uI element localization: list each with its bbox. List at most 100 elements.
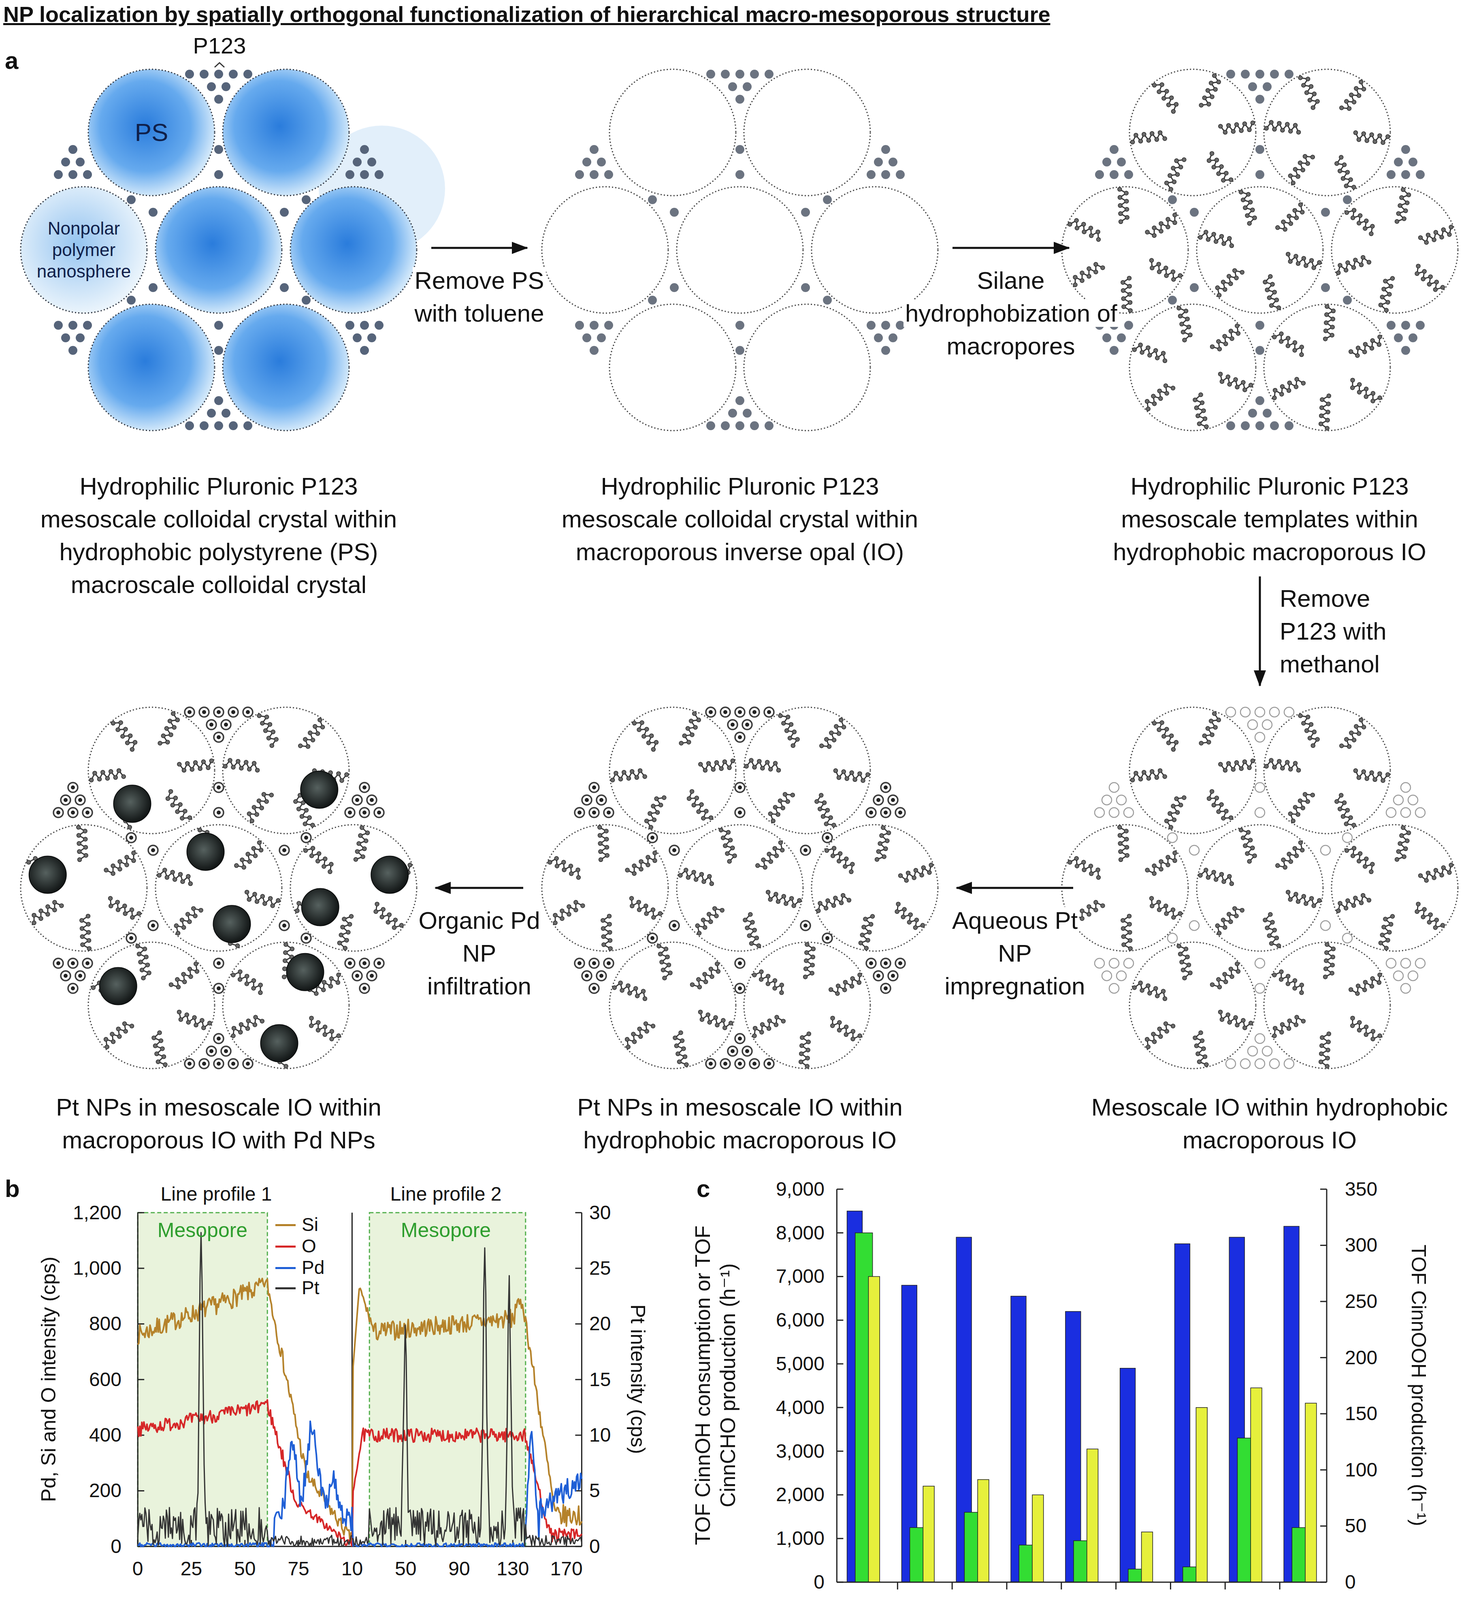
silane-atom — [31, 912, 37, 917]
silane-atom — [1299, 352, 1304, 357]
silane-chain — [1336, 157, 1354, 188]
mesopore — [1320, 845, 1331, 855]
silane-atom — [296, 901, 301, 906]
silane-chain — [106, 852, 134, 874]
silane-atom — [1159, 229, 1164, 234]
silane-atom — [1235, 385, 1240, 390]
silane-atom — [1323, 974, 1328, 979]
silane-atom — [692, 711, 697, 716]
mesopore — [1102, 333, 1112, 343]
silane-atom — [696, 717, 701, 722]
silane-atom — [818, 806, 823, 811]
pt-nanoparticle — [584, 973, 589, 978]
silane-atom — [1304, 901, 1309, 906]
silane-atom — [654, 740, 659, 745]
silane-atom — [136, 911, 141, 916]
mesopore — [1167, 195, 1177, 205]
silane-atom — [699, 802, 704, 807]
silane-atom — [1348, 815, 1353, 820]
silane-atom — [1246, 830, 1251, 835]
silane-atom — [1089, 871, 1094, 876]
silane-atom — [1213, 725, 1218, 730]
silane-atom — [1279, 977, 1284, 982]
silane-atom — [1164, 1029, 1169, 1034]
mesopore — [1401, 170, 1411, 179]
silane-atom — [1145, 1037, 1150, 1042]
silane-atom — [1158, 1034, 1163, 1039]
mesopore — [148, 283, 158, 292]
silane-chain — [627, 852, 655, 874]
silane-atom — [658, 911, 663, 916]
silane-atom — [1088, 225, 1093, 231]
silane-atom — [1348, 349, 1354, 354]
silane-atom — [744, 764, 749, 769]
silane-atom — [1364, 138, 1369, 143]
silane-atom — [161, 733, 166, 738]
mesopore — [881, 170, 891, 179]
silane-atom — [1095, 867, 1100, 872]
pt-nanoparticle — [650, 835, 655, 840]
silane-atom — [1280, 384, 1285, 389]
silane-atom — [629, 896, 634, 901]
silane-atom — [1120, 280, 1126, 285]
mesopore — [1101, 794, 1112, 805]
mesopore — [1255, 94, 1265, 104]
silane-atom — [130, 915, 135, 920]
mesopore — [1321, 283, 1330, 292]
macropore — [88, 707, 215, 834]
silane-atom — [1221, 178, 1226, 183]
silane-atom — [885, 838, 890, 843]
silane-atom — [1227, 382, 1232, 387]
mesopore — [1101, 970, 1112, 981]
silane-atom — [1242, 121, 1247, 126]
silane-atom — [1149, 896, 1154, 901]
silane-atom — [89, 777, 94, 783]
silane-atom — [727, 858, 732, 863]
pt-nanoparticle — [223, 722, 228, 727]
silane-atom — [1310, 743, 1315, 748]
silane-atom — [1350, 853, 1356, 858]
silane-atom — [1279, 1029, 1284, 1034]
silane-atom — [1210, 94, 1215, 99]
mesopore — [1342, 832, 1353, 843]
silane-atom — [1080, 270, 1085, 275]
silane-atom — [1164, 273, 1169, 278]
mesopore — [881, 345, 891, 355]
silane-atom — [185, 911, 190, 917]
silane-atom — [1188, 970, 1193, 975]
pt-nanoparticle — [231, 709, 236, 714]
pt-nanoparticle — [708, 1061, 713, 1066]
silane-atom — [752, 764, 757, 770]
pt-nanoparticle — [883, 986, 888, 991]
silane-atom — [1240, 270, 1245, 275]
mesopore — [242, 1058, 253, 1069]
silane-atom — [1300, 805, 1305, 810]
silane-atom — [1214, 795, 1219, 800]
silane-atom — [1279, 331, 1284, 336]
silane-chain — [831, 974, 860, 994]
silane-atom — [788, 722, 793, 727]
mesopore — [749, 707, 760, 717]
silane-atom — [1128, 946, 1133, 951]
stage-illustration — [541, 707, 938, 1069]
mesopore — [589, 144, 599, 154]
silane-atom — [1282, 227, 1288, 232]
pt-nanoparticle — [202, 709, 207, 714]
silane-atom — [1146, 138, 1151, 143]
silane-atom — [1127, 276, 1132, 281]
silane-atom — [638, 768, 643, 773]
silane-atom — [1348, 987, 1354, 992]
silane-atom — [1363, 342, 1368, 347]
silane-atom — [636, 899, 641, 904]
silane-atom — [759, 1029, 764, 1034]
silane-atom — [240, 857, 245, 862]
silane-atom — [1336, 908, 1341, 913]
pt-nanoparticle — [577, 960, 582, 966]
silane-atom — [1245, 851, 1250, 856]
silane-atom — [1319, 405, 1324, 410]
silane-atom — [850, 1036, 855, 1041]
silane-atom — [1239, 128, 1244, 133]
silane-atom — [1326, 401, 1331, 406]
pt-nanoparticle — [362, 785, 367, 790]
mesopore — [735, 958, 745, 968]
